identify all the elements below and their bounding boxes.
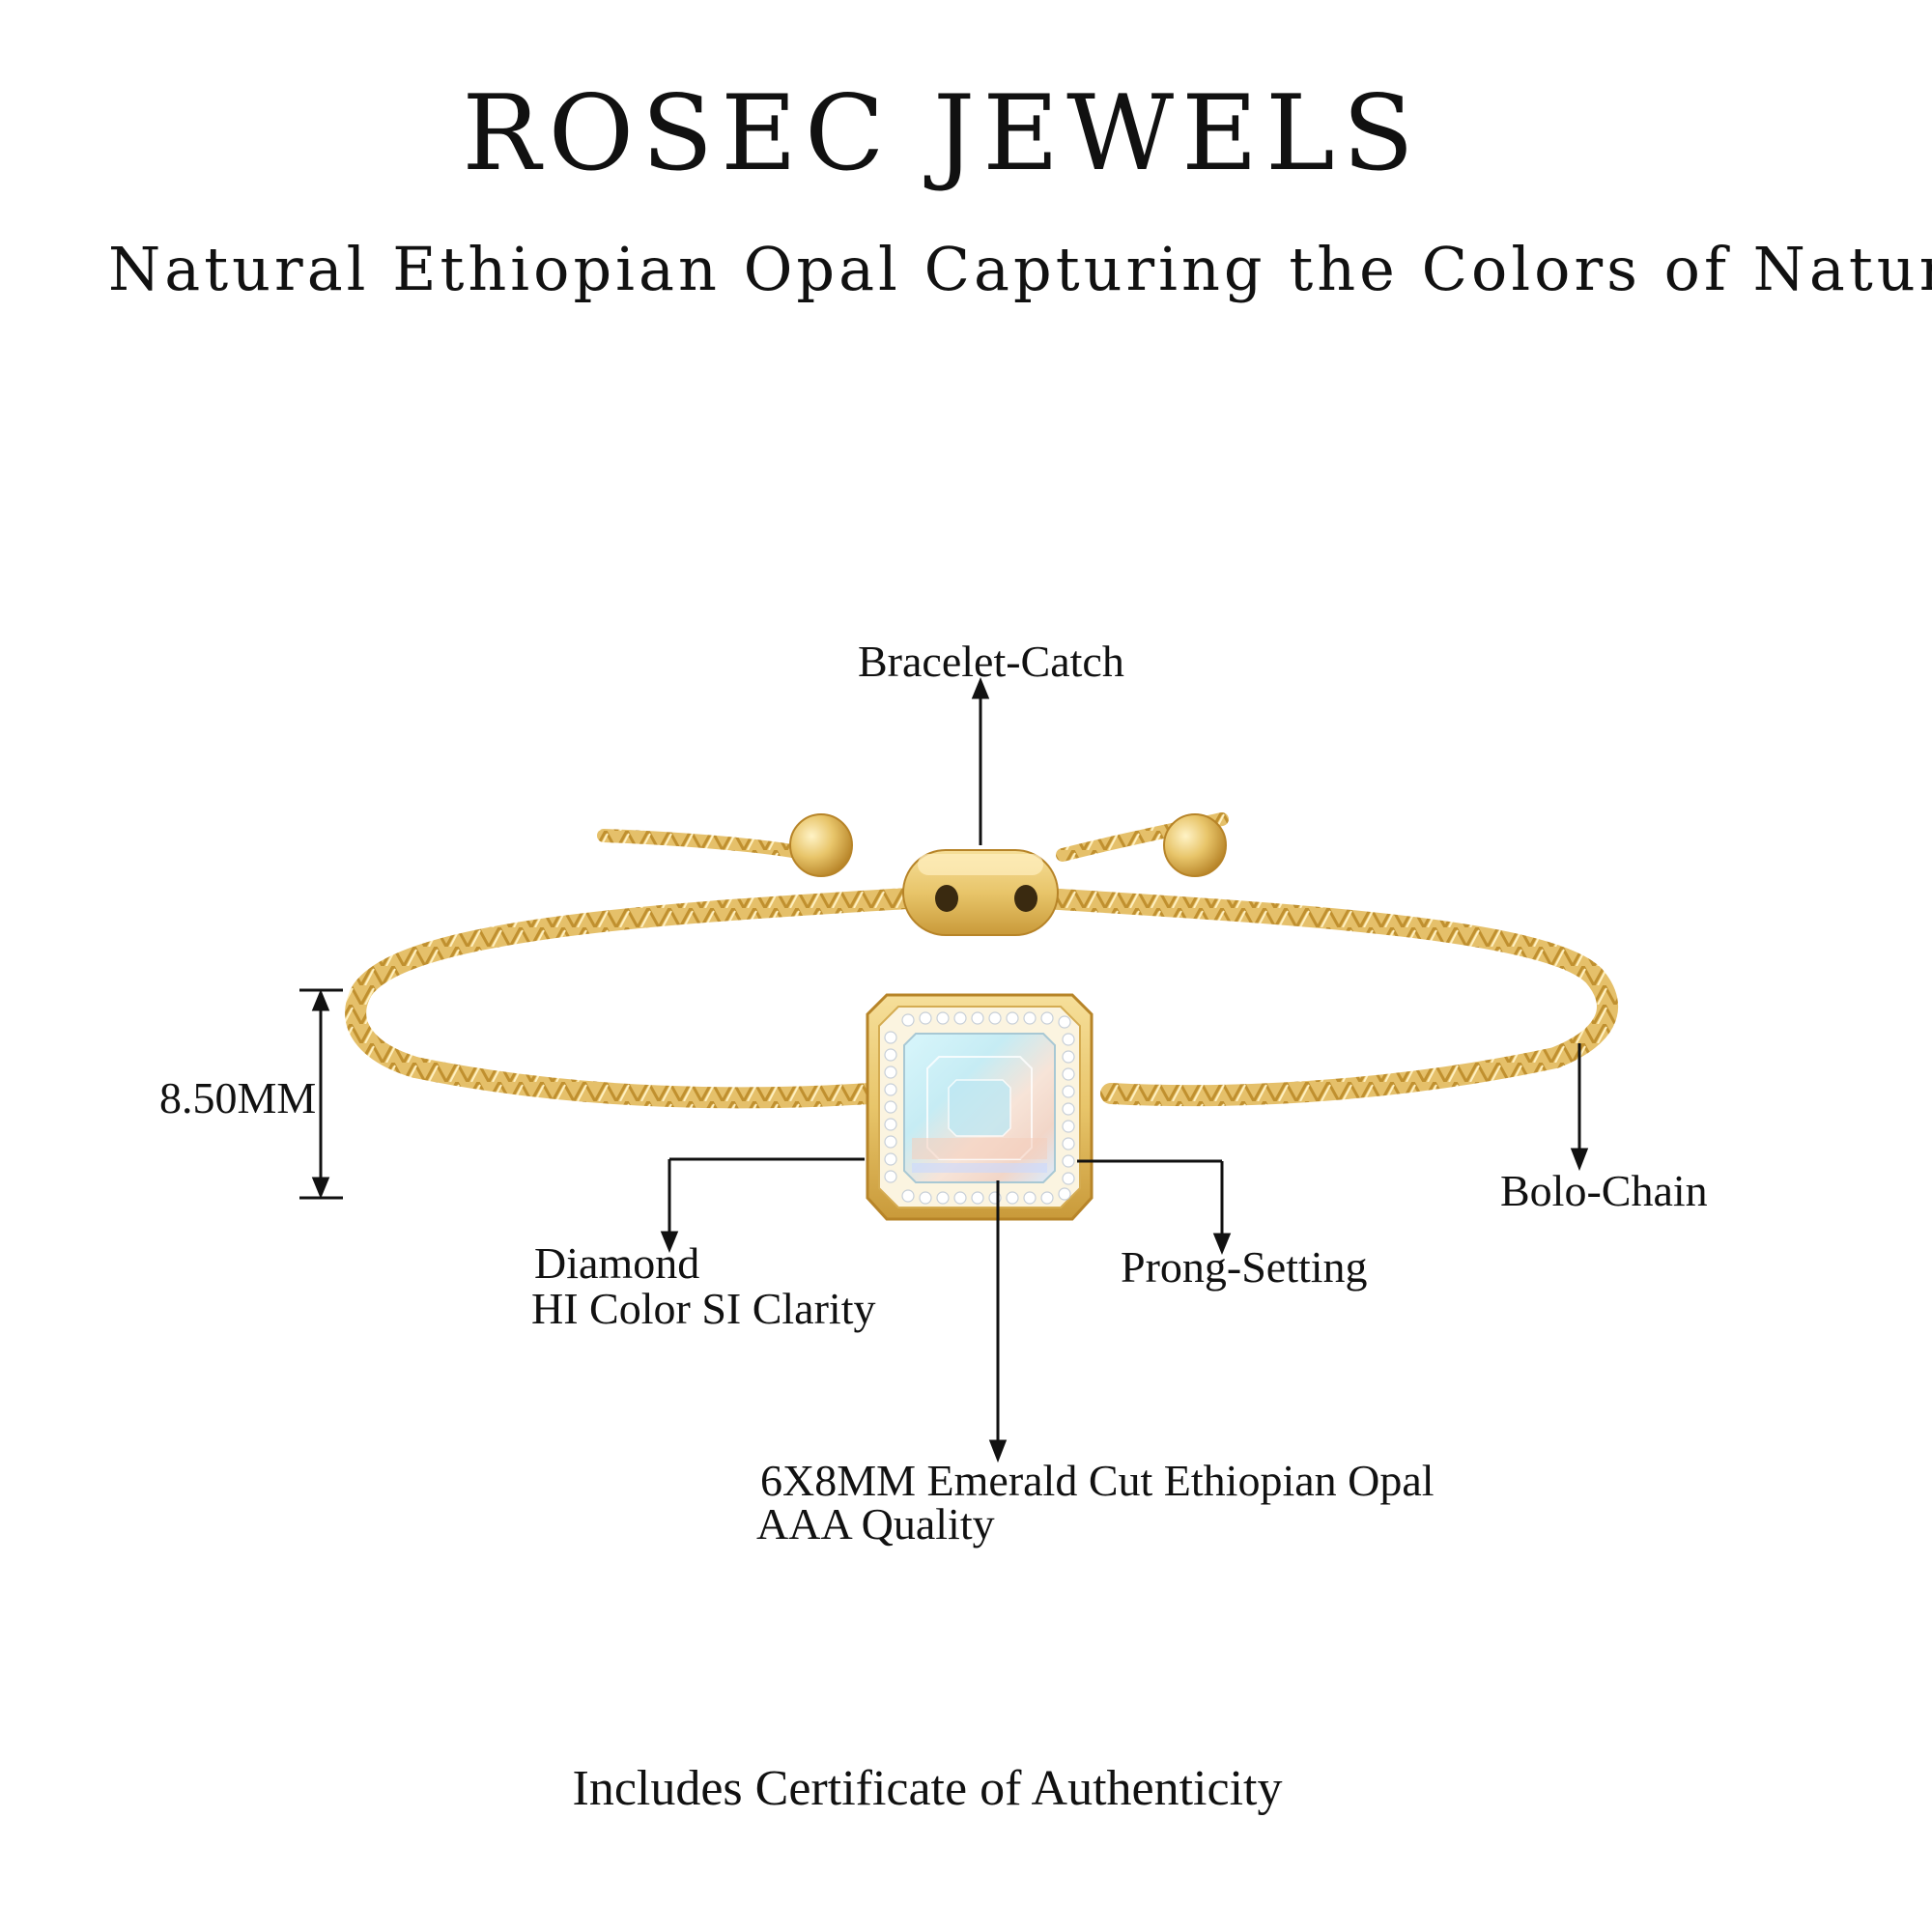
bolo-chain-right-upper [1033, 888, 1619, 1068]
callout-lines [299, 677, 1589, 1463]
arrow-gem-head [988, 1439, 1008, 1463]
arrow-diamond-head [660, 1231, 679, 1253]
bracelet-catch [902, 849, 1059, 936]
label-prong-setting: Prong-Setting [1121, 1242, 1368, 1292]
label-bolo-chain: Bolo-Chain [1500, 1166, 1708, 1215]
end-ball-right [1163, 813, 1227, 877]
bolo-chain-right-lower [1100, 1047, 1566, 1107]
brand-title: ROSEC JEWELS [462, 73, 1422, 194]
label-bracelet-catch: Bracelet-Catch [858, 637, 1124, 686]
label-diamond: Diamond [534, 1238, 700, 1288]
end-ball-left [789, 813, 853, 877]
product-tagline: Natural Ethiopian Opal Capturing the Col… [108, 234, 1932, 304]
arrow-setting-head [1212, 1233, 1232, 1255]
arrow-catch-head [971, 677, 990, 699]
bolo-tail-left [597, 829, 818, 862]
label-opal-quality: AAA Quality [756, 1499, 995, 1548]
arrow-height-top [311, 989, 330, 1011]
diamond-halo [884, 1011, 1075, 1205]
arrow-chain-head [1570, 1148, 1589, 1172]
emerald-cut-opal [903, 1033, 1056, 1183]
certificate-note: Includes Certificate of Authenticity [572, 1761, 1283, 1816]
bolo-chain-left-upper [345, 888, 919, 1078]
bolo-chain-left-lower [405, 1057, 880, 1109]
label-opal: 6X8MM Emerald Cut Ethiopian Opal [760, 1456, 1435, 1505]
arrow-height-bottom [311, 1177, 330, 1199]
label-diamond-quality: HI Color SI Clarity [531, 1284, 876, 1333]
label-height-dimension: 8.50MM [159, 1073, 317, 1122]
